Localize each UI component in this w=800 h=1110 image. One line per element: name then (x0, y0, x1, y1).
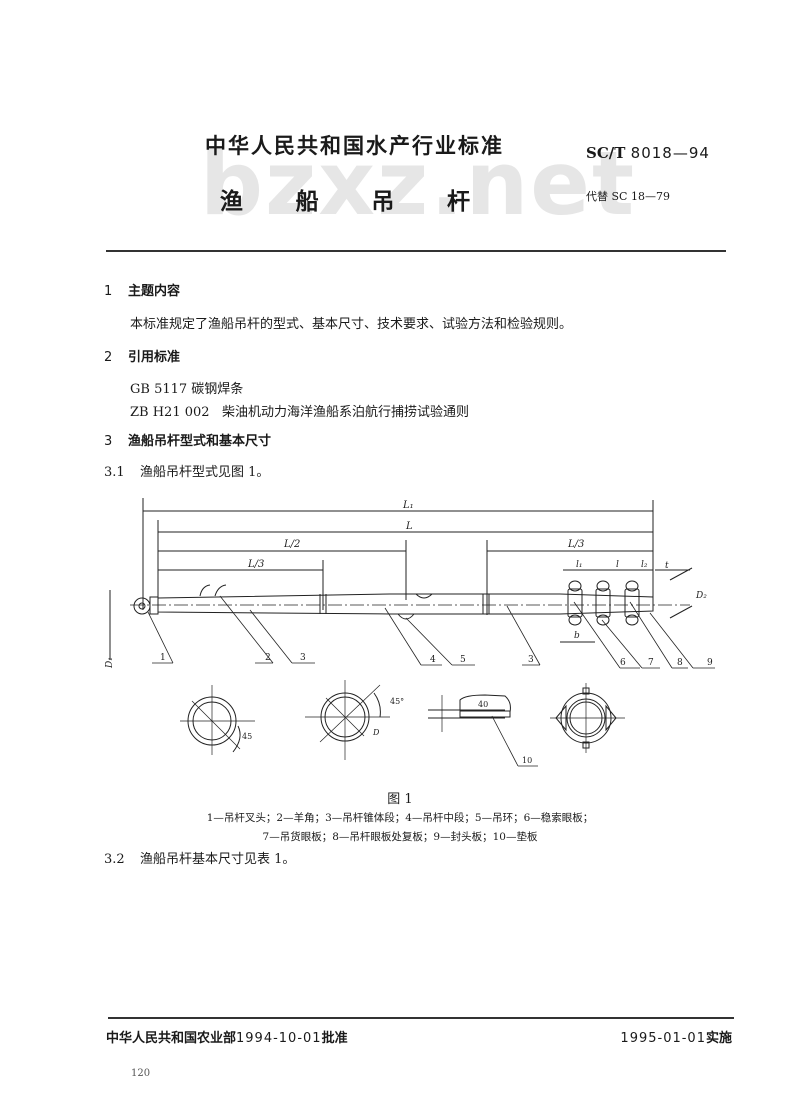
reference-code: ZB H21 002 (130, 405, 210, 420)
dim-D2: D₂ (695, 591, 707, 601)
section-3-heading: 3 渔船吊杆型式和基本尺寸 (104, 430, 271, 449)
dim-L-third-left: L/3 (247, 559, 264, 570)
dim-t: t (665, 561, 669, 571)
part-number: 5 (460, 655, 466, 665)
part-number: 1 (160, 653, 166, 663)
watermark: bzxz.net (200, 132, 637, 235)
figure-legend-line-1: 1—吊杆叉头；2—羊角；3—吊杆锥体段；4—吊杆中段；5—吊环；6—稳索眼板； (206, 812, 594, 824)
page-number: 120 (131, 1068, 151, 1079)
reference-item: GB 5117 碳钢焊条 (130, 378, 243, 397)
subsection-3-2: 3.2 渔船吊杆基本尺寸见表 1。 (104, 848, 295, 867)
header-divider (106, 250, 726, 252)
title-char: 吊 (371, 189, 395, 215)
approval-suffix: 批准 (321, 1031, 348, 1046)
section-2-heading: 2 引用标准 (104, 346, 180, 365)
part-number: 10 (522, 756, 532, 765)
approval-date: 1994-10-01 (236, 1031, 322, 1046)
reference-title: 柴油机动力海洋渔船系泊航行捕捞试验通则 (221, 405, 469, 420)
reference-title: 碳钢焊条 (191, 382, 244, 397)
dim-D1: D₁ (105, 657, 115, 669)
part-number: 3 (300, 653, 306, 663)
dim-pad-width: 40 (478, 700, 488, 709)
title-char: 杆 (446, 189, 470, 215)
dim-L1: L₁ (402, 500, 414, 511)
figure-caption: 图 1 (387, 792, 413, 807)
section-number: 2 (104, 350, 113, 365)
effective-date: 1995-01-01 (620, 1031, 706, 1046)
approving-authority: 中华人民共和国农业部 (106, 1031, 237, 1046)
section-number: 3 (104, 434, 113, 449)
standard-code-number: 8018—94 (630, 144, 710, 162)
subsection-number: 3.1 (104, 465, 125, 480)
dim-l1: l₁ (576, 560, 583, 570)
dim-L-half: L/2 (283, 539, 300, 550)
title-char: 渔 (220, 189, 243, 215)
reference-code: GB 5117 (130, 382, 192, 397)
section-1-body: 本标准规定了渔船吊杆的型式、基本尺寸、技术要求、试验方法和检验规则。 (130, 317, 573, 332)
part-number: 8 (677, 658, 683, 668)
reference-item: ZB H21 002 柴油机动力海洋渔船系泊航行捕捞试验通则 (130, 401, 469, 420)
dim-l: l (616, 560, 619, 570)
part-number: 2 (265, 653, 271, 663)
section-1-heading: 1 主题内容 (104, 280, 180, 299)
effective-note: 1995-01-01实施 (620, 1027, 732, 1046)
effective-suffix: 实施 (705, 1031, 732, 1046)
footer-divider (108, 1017, 734, 1019)
dim-angle-45-deg: 45° (390, 697, 404, 706)
figure-legend-line-2: 7—吊货眼板；8—吊杆眼板处复板；9—封头板；10—垫板 (262, 831, 538, 843)
standard-code-prefix: SC/T (586, 144, 626, 162)
dim-l2: l₂ (641, 560, 648, 570)
section-number: 1 (104, 284, 113, 299)
part-number: 7 (648, 658, 654, 668)
document-title: 渔 船 吊 杆 (220, 182, 470, 216)
standard-code: SC/T 8018—94 (586, 144, 710, 162)
subsection-text: 渔船吊杆型式见图 1。 (140, 465, 270, 480)
figure-1-drawing: L₁ L L/2 L/3 L/3 l₁ l l₂ t D₁ D₂ b (105, 498, 715, 767)
issuer-title: 中华人民共和国水产行业标准 (205, 134, 504, 158)
dim-angle-45: 45 (242, 732, 252, 741)
dim-L-third-right: L/3 (567, 539, 584, 550)
subsection-number: 3.2 (104, 852, 125, 867)
dim-L: L (405, 521, 413, 532)
part-number: 9 (707, 658, 713, 668)
title-char: 船 (295, 189, 319, 215)
dim-b: b (574, 631, 580, 641)
part-number: 3 (528, 655, 534, 665)
section-title: 渔船吊杆型式和基本尺寸 (128, 434, 272, 449)
replaces-note: 代替 SC 18—79 (586, 190, 670, 203)
subsection-3-1: 3.1 渔船吊杆型式见图 1。 (104, 461, 269, 480)
dim-D: D (372, 728, 380, 737)
part-number: 6 (620, 658, 626, 668)
subsection-text: 渔船吊杆基本尺寸见表 1。 (140, 852, 296, 867)
approval-note: 中华人民共和国农业部1994-10-01批准 (106, 1027, 348, 1046)
part-number: 4 (430, 655, 436, 665)
section-title: 引用标准 (128, 350, 181, 365)
section-title: 主题内容 (128, 284, 181, 299)
